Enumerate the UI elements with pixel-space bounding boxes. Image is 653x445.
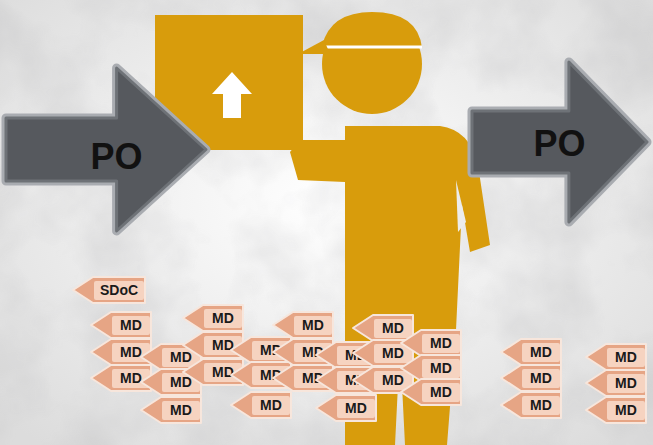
po-arrow: PO (466, 56, 653, 228)
chevron-fill (273, 312, 333, 338)
document-label: MD (422, 359, 460, 378)
cap-brim (298, 40, 330, 54)
document-label: MD (607, 348, 645, 367)
arrow-outline (472, 62, 647, 222)
document-chevron: MD (182, 304, 244, 332)
document-label: MD (374, 371, 412, 390)
chevron-fill (231, 392, 291, 418)
arrow-label: PO (91, 136, 143, 178)
document-chevron: MD (585, 396, 647, 424)
arrow-label: PO (533, 123, 585, 165)
document-chevron: SDoC (72, 276, 146, 304)
document-label: MD (522, 343, 560, 362)
chevron-fill (91, 339, 151, 365)
document-label: MD (522, 396, 560, 415)
document-chevron: MD (585, 343, 647, 371)
document-chevron: MD (400, 329, 462, 357)
up-arrow-symbol (212, 72, 252, 118)
document-chevron: MD (140, 396, 202, 424)
document-chevron: MD (90, 311, 152, 339)
chevron-fill (401, 355, 461, 381)
cap-line (322, 46, 422, 49)
chevron-fill (141, 397, 201, 423)
chevron-fill (183, 332, 243, 358)
arrow-outline (6, 68, 206, 231)
document-chevron: MD (500, 338, 562, 366)
po-arrow: PO (0, 62, 212, 237)
document-chevron: MD (352, 314, 414, 342)
document-label: SDoC (94, 281, 144, 300)
chevron-fill (586, 344, 646, 370)
document-label: MD (607, 374, 645, 393)
chevron-fill (586, 370, 646, 396)
document-label: MD (252, 396, 290, 415)
document-label: MD (162, 401, 200, 420)
document-chevron: MD (90, 338, 152, 366)
chevron-fill (401, 330, 461, 356)
chevron-fill (353, 315, 413, 341)
arrow-fill (472, 62, 647, 222)
document-chevron: MD (500, 391, 562, 419)
figure-body (290, 126, 490, 445)
chevron-fill (91, 312, 151, 338)
chevron-fill (73, 277, 145, 303)
document-chevron: MD (90, 364, 152, 392)
document-label: MD (294, 316, 332, 335)
document-label: MD (522, 369, 560, 388)
chevron-fill (316, 395, 376, 421)
document-label: MD (337, 399, 375, 418)
document-chevron: MD (182, 331, 244, 359)
document-chevron: MD (500, 364, 562, 392)
chevron-fill (501, 365, 561, 391)
chevron-fill (401, 379, 461, 405)
chevron-fill (91, 365, 151, 391)
document-label: MD (422, 334, 460, 353)
chevron-fill (586, 397, 646, 423)
document-chevron: MD (230, 391, 292, 419)
document-chevron: MD (400, 378, 462, 406)
document-label: MD (607, 401, 645, 420)
document-label: MD (112, 316, 150, 335)
document-chevron: MD (400, 354, 462, 382)
arrow-fill (6, 68, 206, 231)
document-label: MD (204, 309, 242, 328)
document-label: MD (374, 319, 412, 338)
document-chevron: MD (585, 369, 647, 397)
chevron-fill (501, 392, 561, 418)
document-chevron: MD (315, 394, 377, 422)
figure-cap (322, 12, 422, 48)
document-label: MD (422, 383, 460, 402)
document-chevron: MD (272, 311, 334, 339)
arm-gap (456, 180, 466, 232)
chevron-fill (183, 305, 243, 331)
chevron-fill (501, 339, 561, 365)
